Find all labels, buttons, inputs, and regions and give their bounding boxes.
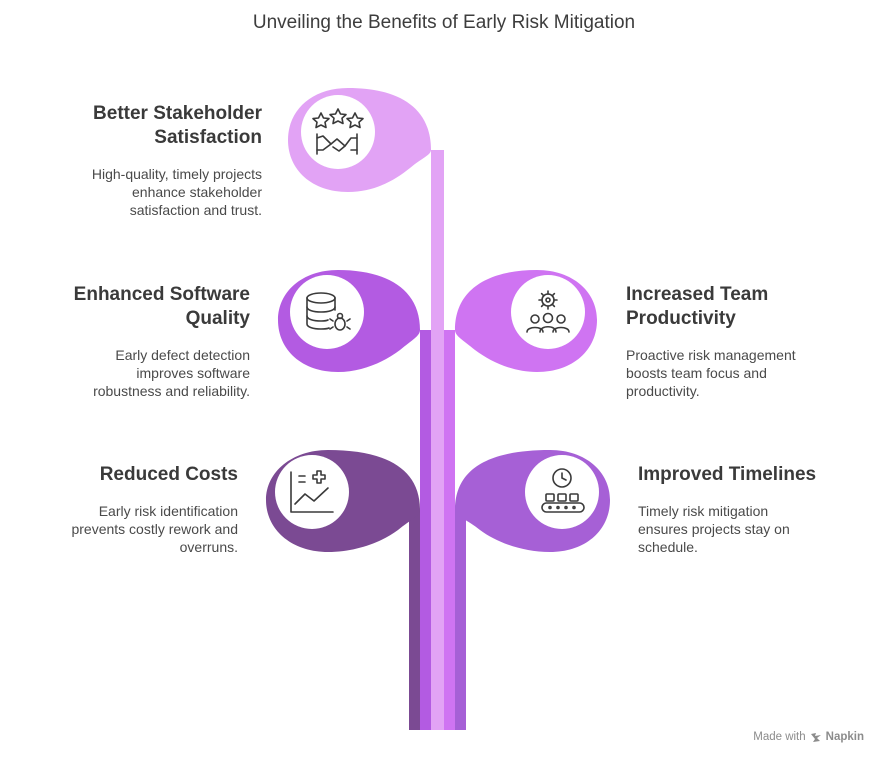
stem-timelines bbox=[455, 510, 466, 730]
heading-line: Productivity bbox=[626, 308, 736, 329]
heading-line: Reduced Costs bbox=[99, 464, 238, 485]
description-timelines: Timely risk mitigation ensures projects … bbox=[638, 502, 868, 556]
description-line: Early risk identification bbox=[98, 503, 238, 519]
gear-team-icon bbox=[526, 290, 570, 333]
chart-plus-icon bbox=[290, 470, 334, 513]
stem-productivity bbox=[444, 330, 455, 730]
description-line: schedule. bbox=[638, 539, 698, 555]
description-costs: Early risk identification prevents costl… bbox=[0, 502, 238, 556]
icon-circle-timelines bbox=[525, 455, 599, 529]
icon-circle-costs bbox=[275, 455, 349, 529]
description-line: prevents costly rework and bbox=[71, 521, 238, 537]
description-line: Proactive risk management bbox=[626, 347, 796, 363]
stem-stakeholder bbox=[431, 150, 444, 730]
icon-circle-productivity bbox=[511, 275, 585, 349]
description-line: Early defect detection bbox=[115, 347, 250, 363]
description-line: robustness and reliability. bbox=[93, 383, 250, 399]
icon-circle-stakeholder bbox=[301, 95, 375, 169]
heading-timelines: Improved Timelines bbox=[638, 463, 858, 487]
heading-line: Improved Timelines bbox=[638, 464, 817, 485]
description-line: boosts team focus and bbox=[626, 365, 767, 381]
heading-line: Satisfaction bbox=[154, 127, 262, 148]
description-line: ensures projects stay on bbox=[638, 521, 790, 537]
heading-line: Quality bbox=[185, 308, 250, 329]
description-stakeholder: High-quality, timely projects enhance st… bbox=[20, 165, 262, 219]
description-line: High-quality, timely projects bbox=[91, 166, 262, 182]
description-line: Timely risk mitigation bbox=[638, 503, 769, 519]
database-bug-icon bbox=[306, 292, 351, 331]
description-productivity: Proactive risk management boosts team fo… bbox=[626, 346, 866, 400]
description-line: satisfaction and trust. bbox=[129, 202, 262, 218]
stars-handshake-icon bbox=[312, 108, 364, 155]
heading-costs: Reduced Costs bbox=[18, 463, 238, 487]
description-line: productivity. bbox=[626, 383, 700, 399]
stem-quality bbox=[420, 330, 431, 730]
description-line: enhance stakeholder bbox=[132, 184, 262, 200]
stem-costs bbox=[409, 510, 420, 730]
napkin-brand: Napkin bbox=[825, 731, 864, 743]
heading-line: Increased Team bbox=[626, 284, 769, 305]
heading-productivity: Increased Team Productivity bbox=[626, 283, 846, 331]
heading-quality: Enhanced Software Quality bbox=[30, 283, 250, 331]
page-title: Unveiling the Benefits of Early Risk Mit… bbox=[252, 12, 636, 33]
made-with-label: Made with bbox=[753, 731, 806, 743]
napkin-logo-icon bbox=[810, 732, 821, 742]
made-with-napkin: Made with Napkin bbox=[753, 731, 864, 743]
description-line: overruns. bbox=[179, 539, 238, 555]
heading-stakeholder: Better Stakeholder Satisfaction bbox=[40, 102, 262, 150]
description-line: improves software bbox=[136, 365, 250, 381]
description-quality: Early defect detection improves software… bbox=[10, 346, 250, 400]
heading-line: Better Stakeholder bbox=[93, 103, 262, 124]
clock-conveyor-icon bbox=[541, 468, 585, 513]
heading-line: Enhanced Software bbox=[73, 284, 250, 305]
